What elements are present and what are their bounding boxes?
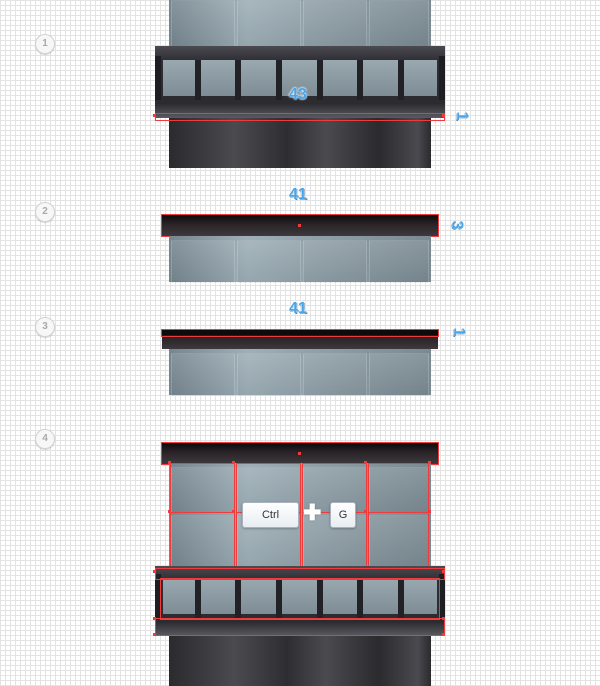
glass-pane bbox=[237, 240, 301, 284]
anchor-point bbox=[442, 570, 445, 573]
selection-outline bbox=[155, 568, 445, 580]
anchor-point bbox=[153, 617, 156, 620]
step-number-3: 3 bbox=[35, 317, 55, 337]
railing-post bbox=[317, 60, 323, 100]
width-measurement: 41 bbox=[289, 186, 307, 203]
glass-pane bbox=[303, 0, 367, 47]
anchor-point bbox=[153, 570, 156, 573]
glass-pane bbox=[303, 240, 367, 284]
railing-post bbox=[398, 578, 404, 618]
railing-post bbox=[357, 578, 363, 618]
anchor-point bbox=[428, 510, 431, 513]
glass-window bbox=[169, 236, 431, 284]
railing-post bbox=[195, 60, 201, 100]
glass-pane bbox=[369, 353, 429, 397]
railing-post bbox=[439, 56, 445, 100]
center-point bbox=[298, 224, 301, 227]
center-point bbox=[298, 452, 301, 455]
anchor-point bbox=[428, 461, 431, 464]
selection-outline bbox=[368, 512, 429, 568]
step-number-1: 1 bbox=[35, 34, 55, 54]
anchor-point bbox=[442, 114, 445, 117]
selection-outline bbox=[161, 329, 439, 337]
ctrl-key: Ctrl bbox=[242, 502, 299, 528]
anchor-point bbox=[153, 114, 156, 117]
rail-top-strip bbox=[162, 329, 438, 335]
railing-post bbox=[276, 60, 282, 100]
anchor-point bbox=[153, 633, 156, 636]
selection-outline bbox=[368, 463, 429, 513]
balcony-railing bbox=[155, 46, 445, 118]
selection-outline bbox=[170, 463, 235, 513]
width-measurement: 41 bbox=[289, 300, 307, 317]
railing-post bbox=[357, 60, 363, 100]
railing-post bbox=[195, 578, 201, 618]
railing-glass bbox=[163, 578, 437, 614]
glass-pane bbox=[369, 0, 429, 47]
railing-post bbox=[317, 578, 323, 618]
glass-window bbox=[169, 349, 431, 397]
step-number-2: 2 bbox=[35, 202, 55, 222]
balcony-railing bbox=[155, 566, 445, 636]
railing-post bbox=[235, 578, 241, 618]
anchor-point bbox=[232, 510, 235, 513]
height-measurement: 1 bbox=[453, 111, 471, 121]
anchor-point bbox=[442, 617, 445, 620]
anchor-point bbox=[168, 510, 171, 513]
anchor-point bbox=[232, 461, 235, 464]
railing-post bbox=[398, 60, 404, 100]
railing-post bbox=[235, 60, 241, 100]
plus-icon: ✚ bbox=[303, 500, 322, 525]
glass-pane bbox=[171, 240, 235, 284]
building-base bbox=[169, 636, 431, 686]
glass-pane bbox=[171, 0, 235, 47]
height-measurement: 3 bbox=[448, 220, 466, 230]
glass-pane bbox=[171, 353, 235, 397]
selection-outline bbox=[155, 113, 445, 121]
anchor-point bbox=[364, 510, 367, 513]
selection-outline bbox=[155, 618, 445, 636]
anchor-point bbox=[364, 461, 367, 464]
height-measurement: 1 bbox=[450, 327, 468, 337]
g-key: G bbox=[330, 502, 356, 528]
glass-pane bbox=[369, 240, 429, 284]
glass-pane bbox=[237, 353, 301, 397]
railing-post bbox=[155, 574, 161, 618]
building-base bbox=[169, 118, 431, 168]
anchor-point bbox=[442, 633, 445, 636]
width-measurement: 43 bbox=[289, 86, 307, 103]
anchor-point bbox=[168, 461, 171, 464]
glass-pane bbox=[237, 0, 301, 47]
selection-outline bbox=[170, 512, 235, 568]
selection-outline bbox=[160, 578, 440, 620]
railing-post bbox=[155, 56, 161, 100]
railing-glass bbox=[163, 60, 437, 96]
glass-pane bbox=[303, 353, 367, 397]
step-number-4: 4 bbox=[35, 429, 55, 449]
railing-post bbox=[439, 574, 445, 618]
railing-post bbox=[276, 578, 282, 618]
